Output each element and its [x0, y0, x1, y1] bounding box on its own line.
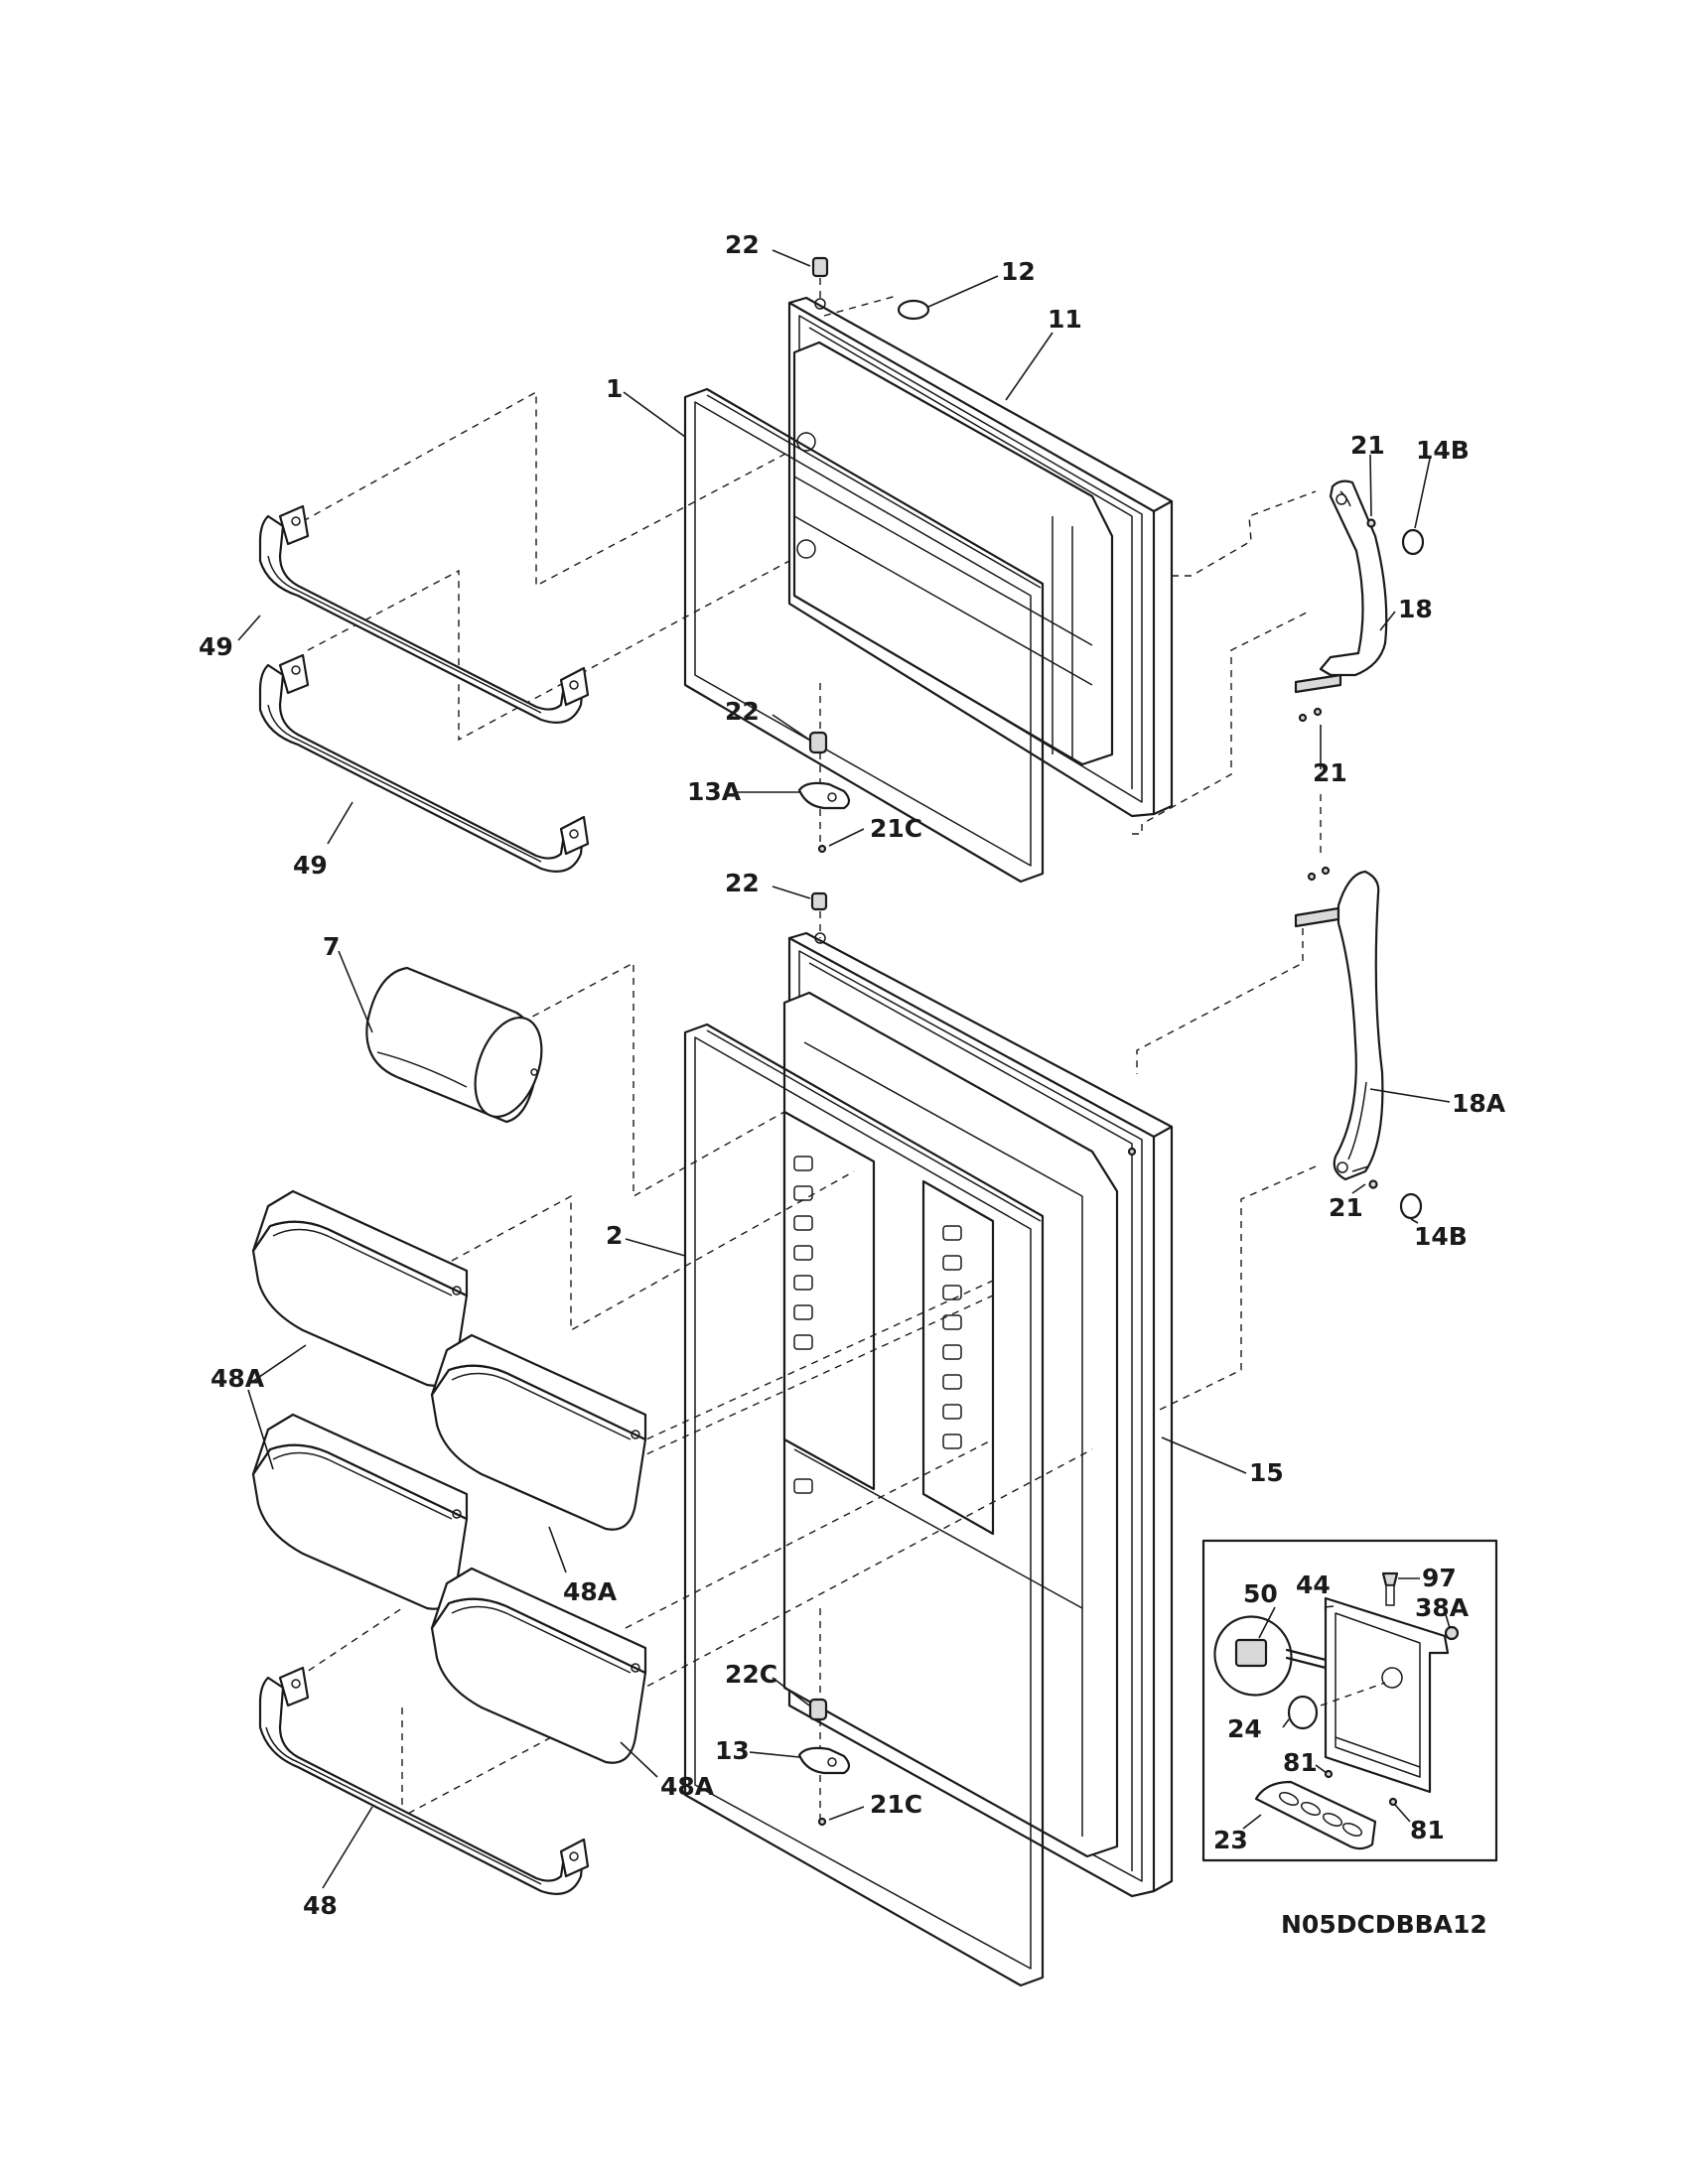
fresh-food-door-bottom-hinge-parts — [797, 1698, 851, 1827]
callout-81-a: 81 — [1283, 1748, 1318, 1777]
callout-11: 11 — [1048, 305, 1082, 334]
freezer-door-shelf-upper — [258, 504, 590, 724]
callout-48a-b: 48A — [563, 1577, 618, 1606]
callout-22-top: 22 — [725, 230, 760, 259]
callout-50: 50 — [1243, 1579, 1278, 1608]
callout-12: 12 — [1001, 257, 1036, 286]
callout-24: 24 — [1227, 1714, 1262, 1743]
door-bin-middle-right — [430, 1333, 647, 1531]
leader-lines — [237, 249, 1451, 1889]
callout-labels: 22 12 11 1 21 14B 18 49 49 22 13A 21C 21… — [199, 230, 1506, 1920]
freezer-alignment-lines — [302, 278, 1317, 846]
callout-21-b: 21 — [1313, 758, 1347, 787]
callout-22-low: 22 — [725, 869, 760, 897]
fresh-food-door-gasket — [683, 1023, 1045, 1987]
freezer-door-handle — [1294, 479, 1388, 694]
callout-97: 97 — [1422, 1564, 1457, 1592]
door-rack-mounting-studs — [793, 1156, 962, 1494]
freezer-door-bottom-hinge-parts — [797, 731, 851, 854]
fresh-food-handle-screws — [1307, 866, 1378, 1189]
callout-48a-a: 48A — [211, 1364, 265, 1393]
callout-21c-b: 21C — [870, 1790, 922, 1819]
callout-44: 44 — [1296, 1570, 1331, 1599]
callout-14b-b: 14B — [1414, 1222, 1468, 1251]
door-bin-bottom-large — [258, 1666, 590, 1895]
fresh-food-door-handle — [1294, 870, 1384, 1181]
callout-49-a: 49 — [199, 632, 233, 661]
freezer-handle-screws — [1298, 518, 1376, 723]
callout-1: 1 — [606, 374, 623, 403]
callout-48: 48 — [303, 1891, 338, 1920]
door-bin-upper-left — [251, 1189, 469, 1387]
callout-14b-a: 14B — [1416, 436, 1470, 465]
callout-81-b: 81 — [1410, 1816, 1445, 1844]
callout-23: 23 — [1213, 1826, 1248, 1854]
callout-18a: 18A — [1452, 1089, 1506, 1118]
callout-21c-a: 21C — [870, 814, 922, 843]
callout-22-mid: 22 — [725, 697, 760, 726]
freezer-door-gasket — [683, 387, 1045, 884]
callout-38a: 38A — [1415, 1593, 1470, 1622]
handle-end-cap-top — [1401, 528, 1425, 556]
hinge-hole-plug — [897, 299, 930, 321]
dispenser-detail-inset — [1201, 1539, 1498, 1862]
callout-18: 18 — [1398, 595, 1433, 623]
fresh-food-door-top-hinge-pin — [810, 891, 828, 944]
top-hinge-pin — [811, 256, 829, 310]
callout-21-a: 21 — [1350, 431, 1385, 460]
callout-13: 13 — [715, 1736, 750, 1765]
callout-21-c: 21 — [1329, 1193, 1363, 1222]
diagram-code: N05DCDBBA12 — [1281, 1910, 1487, 1939]
handle-end-cap-bottom — [1399, 1192, 1423, 1220]
callout-22c: 22C — [725, 1660, 777, 1689]
callout-13a: 13A — [687, 777, 742, 806]
freezer-door-shelf-lower — [258, 653, 590, 873]
callout-15: 15 — [1249, 1458, 1284, 1487]
callout-2: 2 — [606, 1221, 623, 1250]
callout-49-b: 49 — [293, 851, 328, 880]
callout-48a-c: 48A — [660, 1772, 715, 1801]
door-bin-middle-left — [251, 1413, 469, 1610]
door-bin-lower-right — [430, 1567, 647, 1764]
callout-7: 7 — [323, 932, 340, 961]
fresh-food-alignment-lines — [1136, 794, 1322, 1411]
butter-container — [365, 966, 543, 1124]
